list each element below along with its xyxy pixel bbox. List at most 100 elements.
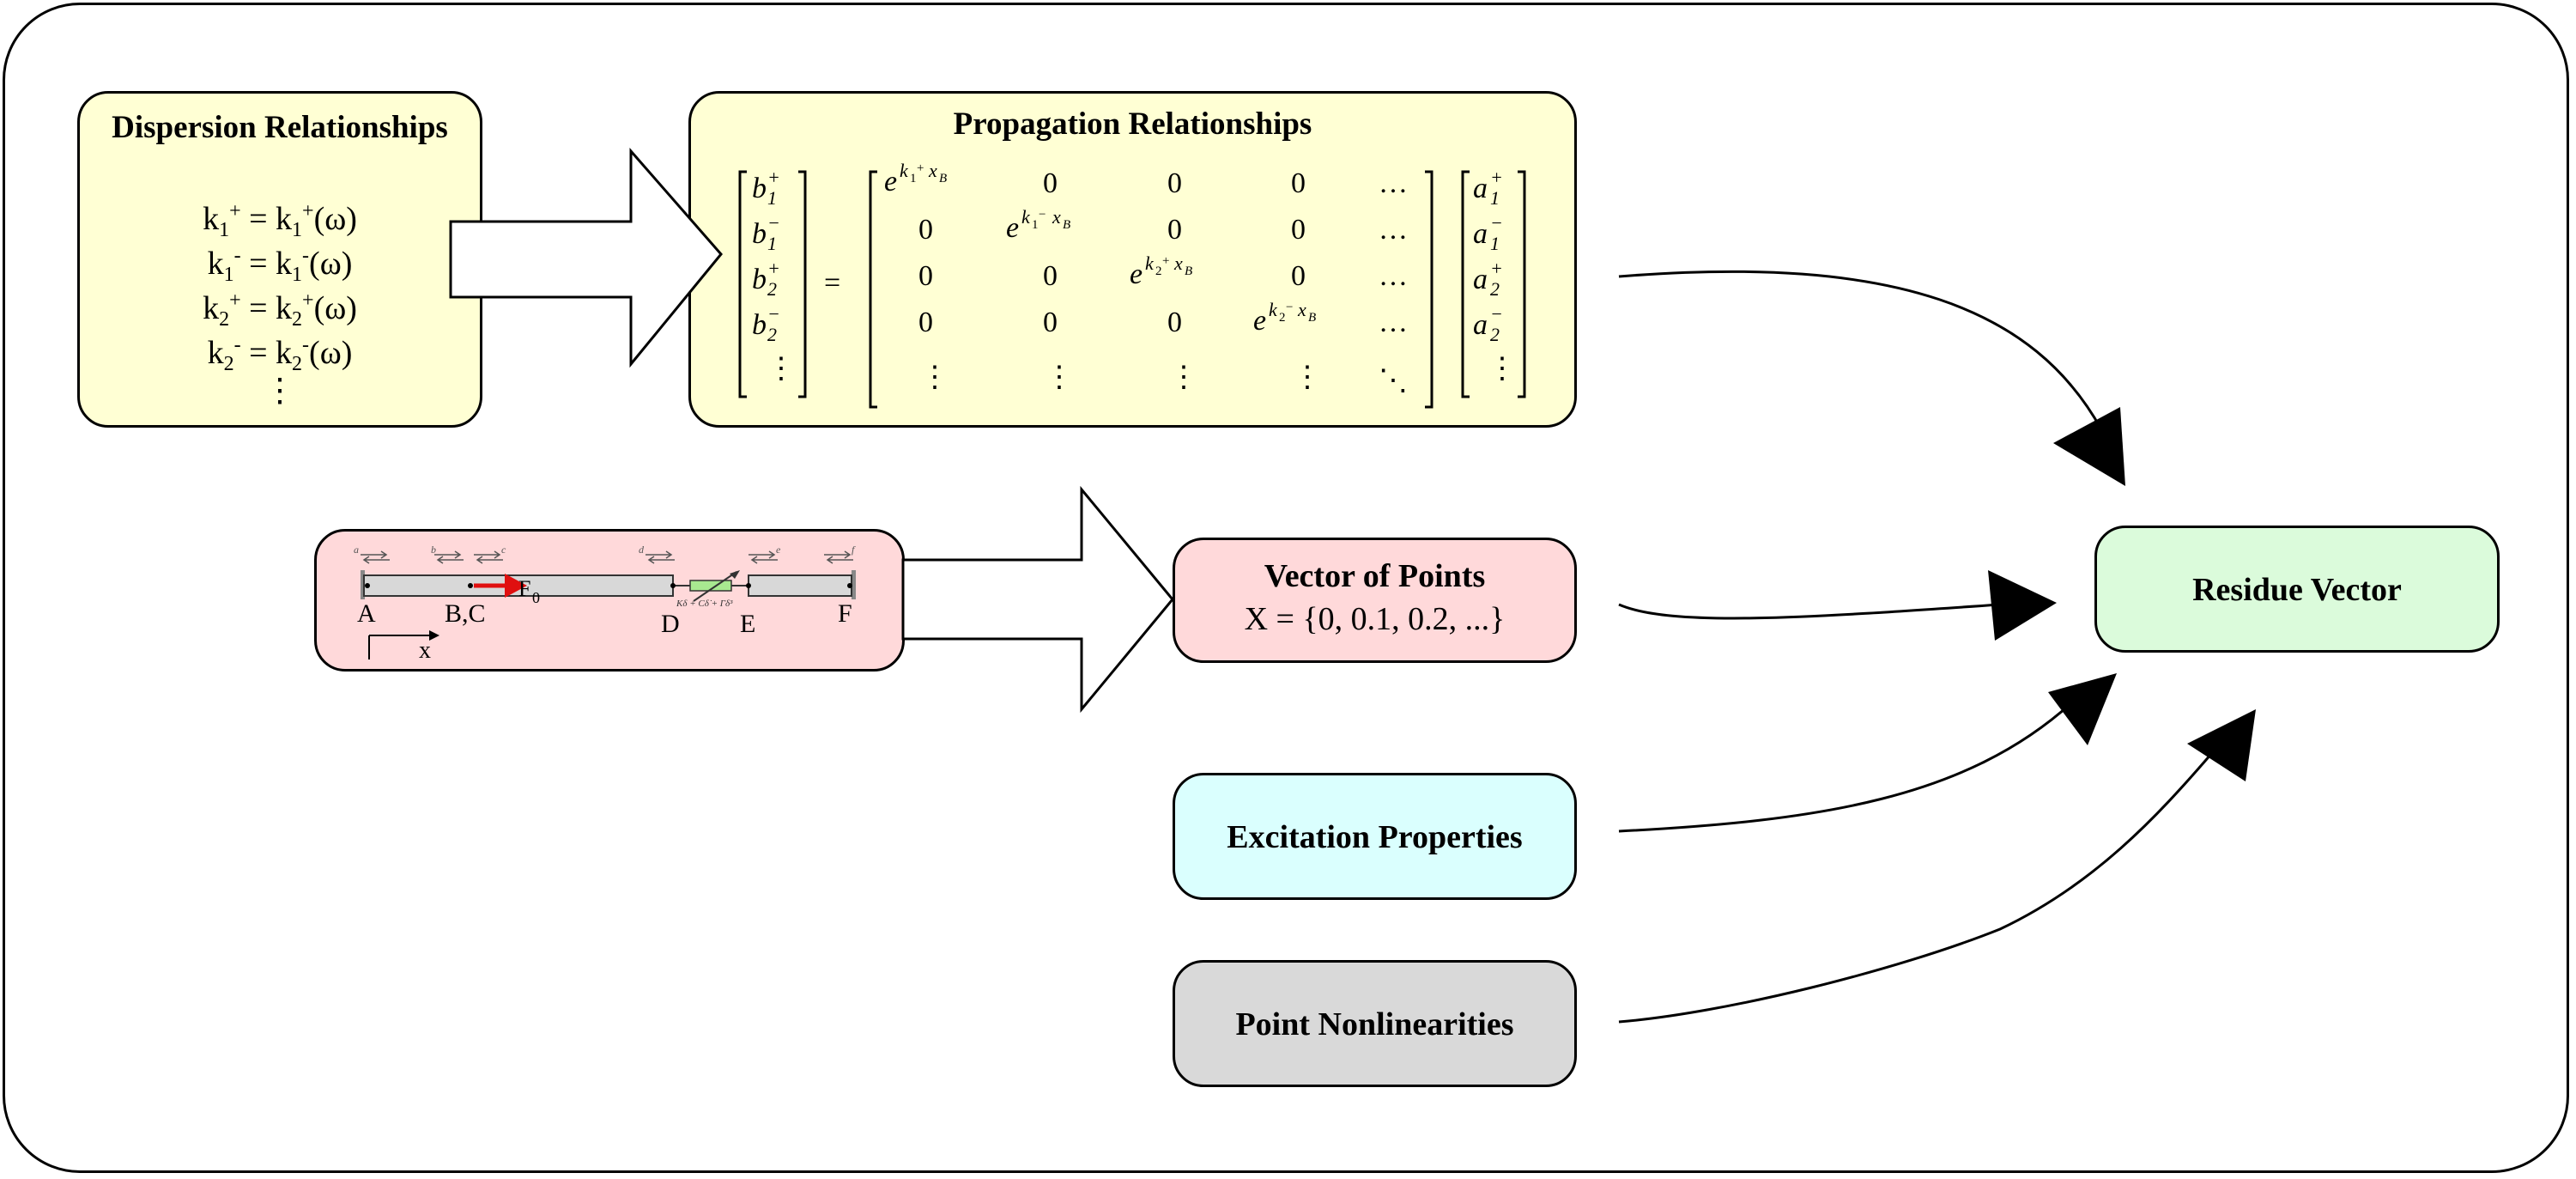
svg-text:…: … <box>1379 307 1408 338</box>
arrow-propagation-to-residue <box>1618 270 2103 430</box>
residue-vector-title: Residue Vector <box>2192 572 2402 608</box>
svg-text:0: 0 <box>1043 167 1058 199</box>
excitation-properties-title: Excitation Properties <box>1227 819 1523 855</box>
svg-text:2: 2 <box>1490 278 1500 300</box>
svg-text:b: b <box>752 264 767 295</box>
svg-text:0: 0 <box>1167 307 1182 338</box>
svg-text:F: F <box>838 599 852 628</box>
matrix-equals: = <box>824 267 840 299</box>
dispersion-equations: k1+ = k1+(ω) k1- = k1-(ω) k2+ = k2+(ω) k… <box>80 197 480 407</box>
svg-text:+: + <box>917 161 924 175</box>
svg-text:0: 0 <box>918 307 933 338</box>
lhs-vdots: ⋮ <box>767 353 796 385</box>
svg-text:k: k <box>1269 299 1278 320</box>
x-axis-label: x <box>419 637 431 664</box>
svg-text:k: k <box>1145 252 1155 274</box>
svg-text:d: d <box>639 544 645 556</box>
svg-text:c: c <box>501 544 506 556</box>
connector-arrows <box>1618 270 2213 1024</box>
svg-text:k: k <box>1021 206 1031 228</box>
vector-of-points-title: Vector of Points <box>1264 558 1486 594</box>
outer-frame <box>3 3 2569 1173</box>
svg-text:1: 1 <box>1032 218 1039 232</box>
svg-text:−: − <box>1039 208 1046 222</box>
svg-text:−: − <box>1286 301 1293 314</box>
svg-text:+: + <box>1162 254 1169 268</box>
propagation-title: Propagation Relationships <box>953 106 1312 142</box>
svg-text:a: a <box>1473 173 1488 204</box>
svg-text:a: a <box>1473 309 1488 341</box>
svg-text:e: e <box>884 166 897 198</box>
svg-text:−: − <box>1490 303 1503 325</box>
svg-text:B: B <box>1308 311 1316 325</box>
svg-text:x: x <box>1297 299 1306 320</box>
vector-of-points-value: X = {0, 0.1, 0.2, ...} <box>1244 601 1506 637</box>
svg-text:e: e <box>1253 305 1266 337</box>
dispersion-eq-1: k1+ = k1+(ω) <box>203 200 357 241</box>
svg-text:a: a <box>1473 218 1488 250</box>
svg-text:2: 2 <box>1155 264 1162 278</box>
svg-text:x: x <box>1173 252 1183 274</box>
svg-text:0: 0 <box>1291 214 1306 246</box>
svg-text:−: − <box>767 303 780 325</box>
svg-text:1: 1 <box>767 233 777 254</box>
svg-text:+: + <box>767 258 780 279</box>
svg-text:e: e <box>1130 258 1143 290</box>
svg-text:B: B <box>1185 264 1192 278</box>
arrow-excitation-to-residue <box>1618 701 2074 833</box>
svg-text:0: 0 <box>1291 260 1306 292</box>
arrowhead-1 <box>2053 407 2125 486</box>
force-label: F <box>518 576 530 601</box>
svg-text:0: 0 <box>918 260 933 292</box>
svg-text:0: 0 <box>918 214 933 246</box>
svg-text:B: B <box>939 172 947 185</box>
svg-text:E: E <box>740 610 755 638</box>
svg-text:⋱: ⋱ <box>1379 365 1408 397</box>
svg-text:1: 1 <box>767 187 777 209</box>
big-arrow-beam-to-points <box>901 485 1174 714</box>
rhs-vdots: ⋮ <box>1488 353 1517 385</box>
svg-text:⋮: ⋮ <box>920 362 949 393</box>
beam-segment-2 <box>748 574 852 597</box>
force-subscript: 0 <box>532 589 540 606</box>
svg-text:x: x <box>928 160 937 181</box>
svg-text:B,C: B,C <box>445 599 486 628</box>
svg-text:1: 1 <box>1490 233 1500 254</box>
svg-text:b: b <box>752 218 767 250</box>
svg-text:0: 0 <box>1167 214 1182 246</box>
svg-text:0: 0 <box>1043 260 1058 292</box>
arrow-nonlinear-to-residue <box>1618 753 2213 1024</box>
residue-vector-box: Residue Vector <box>2094 526 2500 653</box>
svg-text:b: b <box>431 544 436 556</box>
svg-text:⋮: ⋮ <box>1045 362 1074 393</box>
svg-text:1: 1 <box>1490 187 1500 209</box>
dispersion-eq-2: k1- = k1-(ω) <box>207 245 353 286</box>
svg-text:+: + <box>767 167 780 188</box>
spring-label: Kδ + Cδ̇ + Γδ³ <box>676 599 733 609</box>
svg-text:a: a <box>1473 264 1488 295</box>
svg-text:2: 2 <box>1279 311 1286 325</box>
propagation-box: Propagation Relationships <box>688 91 1577 428</box>
dispersion-eq-4: k2- = k2-(ω) <box>207 334 353 375</box>
svg-text:a: a <box>354 544 359 556</box>
svg-text:2: 2 <box>767 278 777 300</box>
force-arrow <box>505 574 527 598</box>
svg-text:2: 2 <box>767 324 777 345</box>
big-arrow-dispersion-to-propagation <box>449 148 723 368</box>
arrowhead-4 <box>2187 709 2256 781</box>
point-nonlinearities-box: Point Nonlinearities <box>1173 960 1577 1087</box>
svg-text:⋮: ⋮ <box>1293 362 1322 393</box>
svg-text:2: 2 <box>1490 324 1500 345</box>
dispersion-eq-3: k2+ = k2+(ω) <box>203 289 357 331</box>
svg-text:A: A <box>357 599 376 628</box>
svg-text:b: b <box>752 309 767 341</box>
svg-text:x: x <box>1052 206 1061 228</box>
svg-text:−: − <box>767 212 780 234</box>
dispersion-box: Dispersion Relationships k1+ = k1+(ω) k1… <box>77 91 482 428</box>
svg-text:D: D <box>661 610 680 638</box>
svg-text:e: e <box>1006 212 1019 244</box>
svg-text:+: + <box>1490 167 1503 188</box>
dispersion-title: Dispersion Relationships <box>112 110 448 145</box>
